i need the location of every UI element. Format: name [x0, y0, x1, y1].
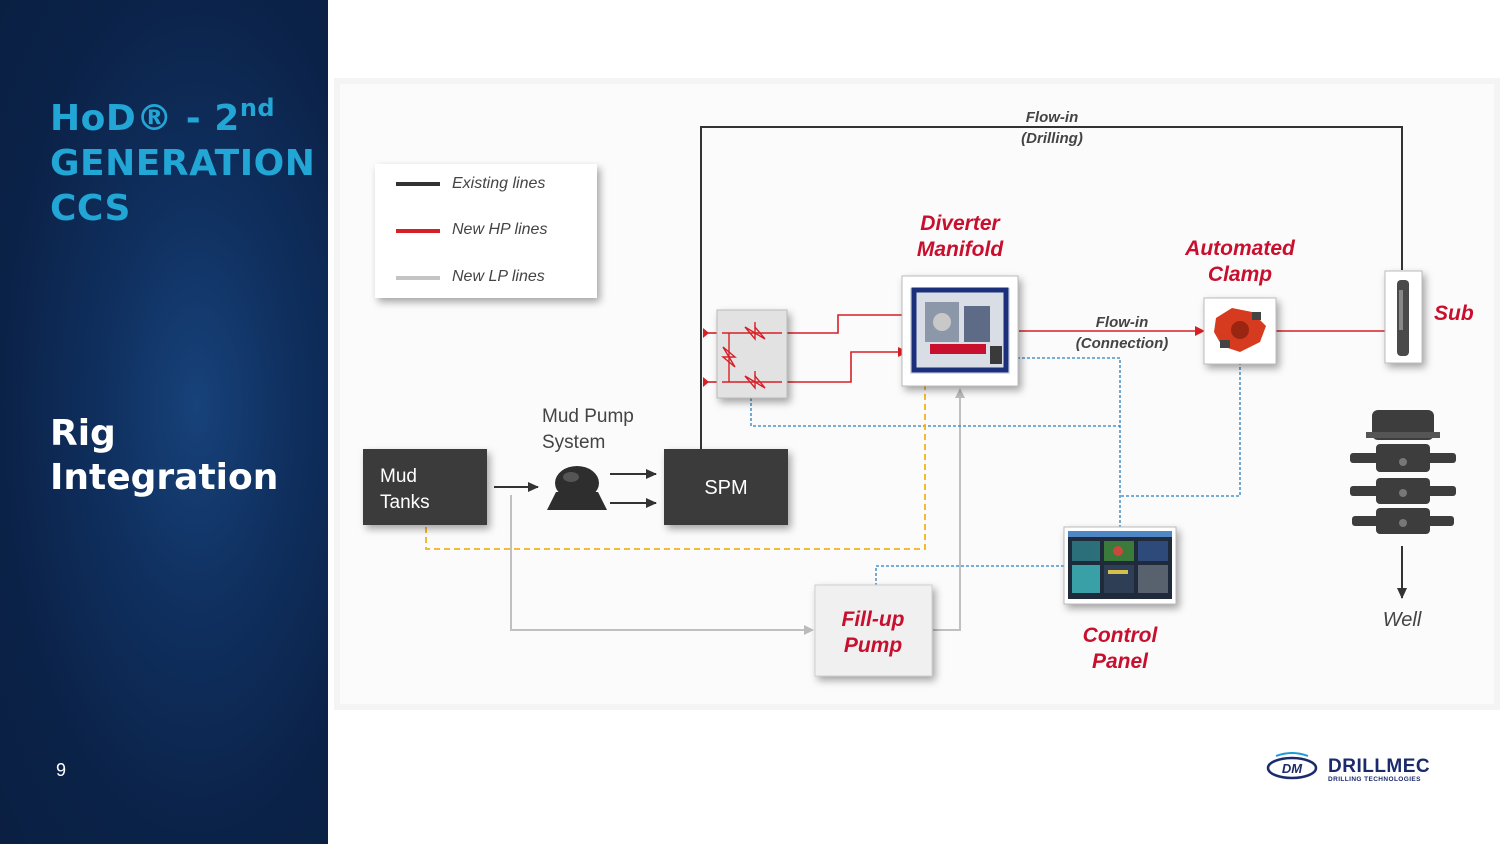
fillup-label-1: Fill-up: [842, 608, 905, 631]
slide-subtitle: Rig Integration: [50, 412, 278, 500]
diverter-to-valves-top: [770, 314, 905, 338]
title-line3: CCS: [50, 188, 131, 229]
flow-connection-label-1: Flow-in: [1096, 314, 1149, 331]
valve-block: [703, 309, 788, 399]
control-panel-screen-icon: [1068, 531, 1172, 599]
title-superscript: nd: [239, 94, 276, 122]
mud-pump-system: Mud Pump System: [542, 406, 634, 510]
title-line1: HoD® - 2: [50, 98, 240, 139]
flow-drilling-label-2: (Drilling): [1021, 130, 1083, 147]
valve-icon: [721, 322, 782, 390]
diverter-manifold-icon: [910, 287, 1010, 374]
signal-fillup-to-panel: [875, 565, 1064, 586]
clamp-icon: [1214, 308, 1266, 352]
signal-tanks-to-diverter: [425, 384, 926, 550]
flow-drilling-label-1: Flow-in: [1026, 109, 1079, 126]
svg-text:DM: DM: [1282, 761, 1303, 776]
flow-connection-label-2: (Connection): [1076, 335, 1168, 352]
tanks-to-fillup-line: [510, 495, 814, 635]
pump-icon: [547, 466, 607, 510]
sidebar-panel: HoD® - 2nd GENERATION CCS Rig Integratio…: [0, 0, 328, 844]
page-number: 9: [56, 760, 67, 780]
signal-clamp-to-panel: [1120, 362, 1241, 497]
mud-pump-label-2: System: [542, 432, 605, 453]
existing-lines: [494, 126, 1407, 599]
logo-tagline: DRILLING TECHNOLOGIES: [1328, 776, 1421, 783]
legend-label-existing: Existing lines: [452, 175, 545, 192]
title-line2: GENERATION: [50, 143, 316, 184]
subtitle-line1: Rig: [50, 413, 116, 454]
drillmec-logo: DM DRILLMEC DRILLING TECHNOLOGIES: [1266, 752, 1430, 783]
signal-lines: [425, 357, 1241, 586]
slide-title: HoD® - 2nd GENERATION CCS: [50, 96, 315, 231]
fillup-pump-box: Fill-up Pump: [814, 584, 933, 677]
sub-icon: [1397, 280, 1409, 356]
mud-tanks-label-2: Tanks: [380, 492, 430, 513]
subtitle-line2: Integration: [50, 457, 279, 498]
mud-pump-label-1: Mud Pump: [542, 406, 634, 427]
control-label-2: Panel: [1092, 650, 1149, 673]
lp-lines: [510, 388, 965, 635]
mud-tanks-box: Mud Tanks: [363, 449, 487, 525]
mud-tanks-label-1: Mud: [380, 466, 417, 487]
control-panel: Control Panel: [1063, 526, 1177, 673]
diverter-label-2: Manifold: [917, 238, 1004, 261]
clamp-label-1: Automated: [1184, 237, 1296, 260]
fillup-label-2: Pump: [844, 634, 903, 657]
automated-clamp: Automated Clamp: [1184, 237, 1296, 365]
flow-in-drilling-line: [700, 126, 1403, 450]
spm-label: SPM: [704, 477, 747, 499]
sub-label: Sub: [1434, 302, 1474, 325]
well-label: Well: [1383, 609, 1422, 631]
signal-valves-to-panel: [750, 398, 1120, 427]
legend: Existing lines New HP lines New LP lines: [375, 164, 597, 298]
signal-diverter-to-panel: [1017, 357, 1121, 532]
diverter-label-1: Diverter: [920, 212, 1001, 235]
legend-label-lp: New LP lines: [452, 268, 545, 285]
logo-wordmark: DRILLMEC: [1328, 756, 1430, 777]
hp-lines: [707, 314, 1399, 383]
spm-box: SPM: [664, 449, 788, 525]
control-label-1: Control: [1083, 624, 1159, 647]
clamp-label-2: Clamp: [1208, 263, 1272, 286]
sub-component: Sub: [1384, 270, 1474, 364]
legend-label-hp: New HP lines: [452, 221, 547, 238]
fillup-to-diverter-line: [933, 388, 965, 631]
diverter-manifold: Diverter Manifold: [901, 212, 1019, 387]
bop-stack-icon: [1350, 410, 1456, 534]
valves-to-diverter-bottom: [772, 347, 908, 383]
